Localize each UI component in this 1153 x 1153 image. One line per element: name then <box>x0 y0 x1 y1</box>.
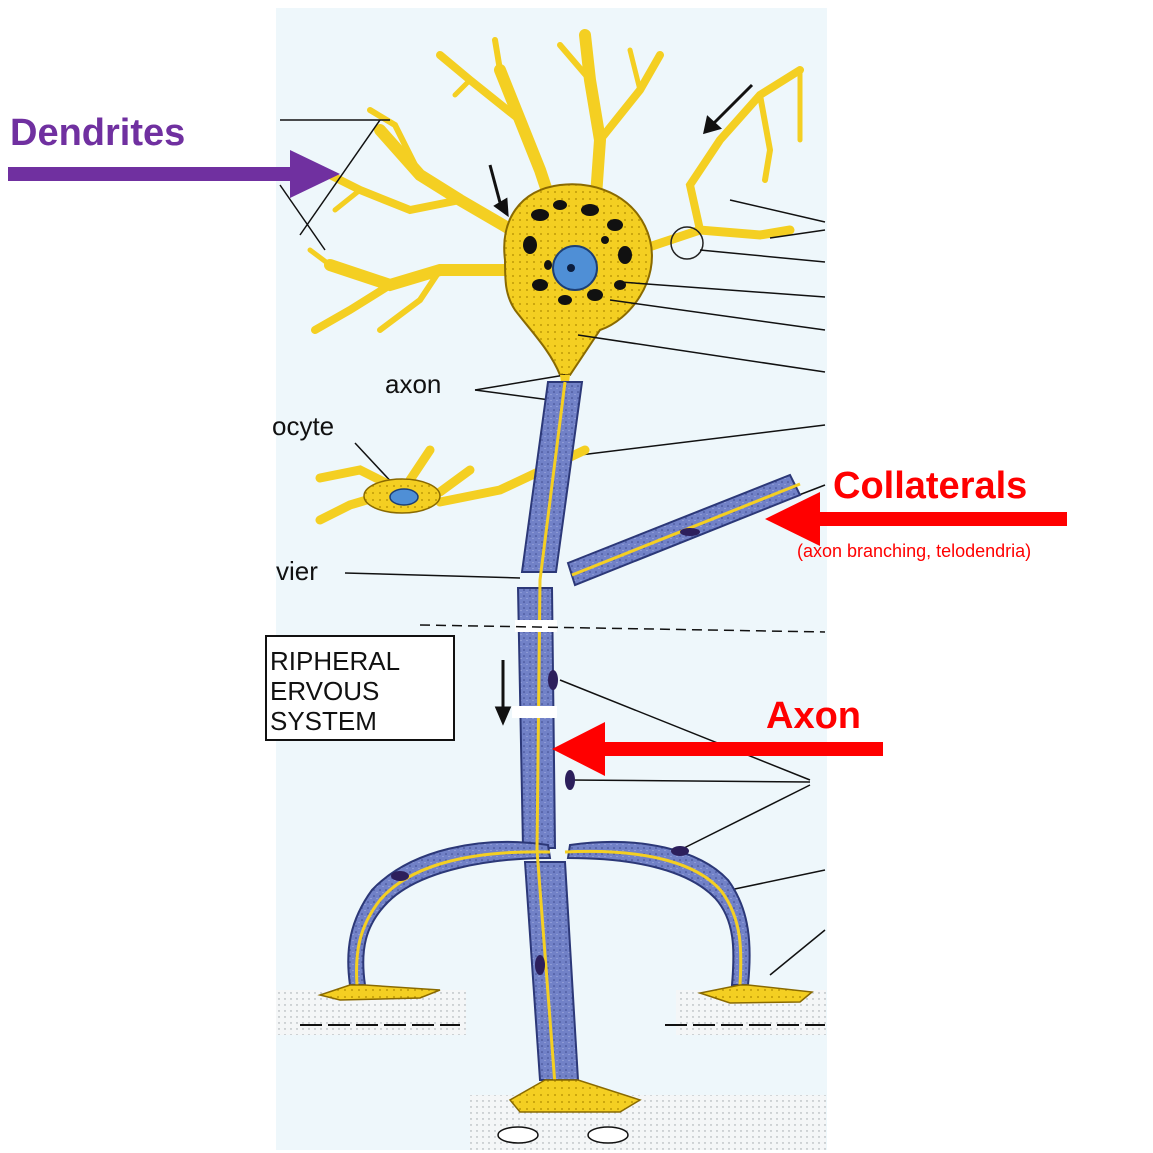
axon-callout: Axon <box>766 695 861 738</box>
figure-label-oligodendrocyte: ocyte <box>272 411 334 441</box>
collaterals-note: (axon branching, telodendria) <box>797 541 1031 562</box>
dendrites-arrow <box>8 150 340 198</box>
collaterals-callout: Collaterals <box>833 465 1027 508</box>
axon-break-top <box>515 620 557 632</box>
pns-line-2: ERVOUS <box>270 676 379 706</box>
axon-break-bottom <box>512 706 557 718</box>
dendrites-callout: Dendrites <box>10 112 185 155</box>
figure-label-axon: axon <box>385 369 441 399</box>
figure-label-node: vier <box>276 556 318 586</box>
nucleolus <box>567 264 575 272</box>
pns-line-1: RIPHERAL <box>270 646 400 676</box>
pns-line-3: SYSTEM <box>270 706 377 736</box>
